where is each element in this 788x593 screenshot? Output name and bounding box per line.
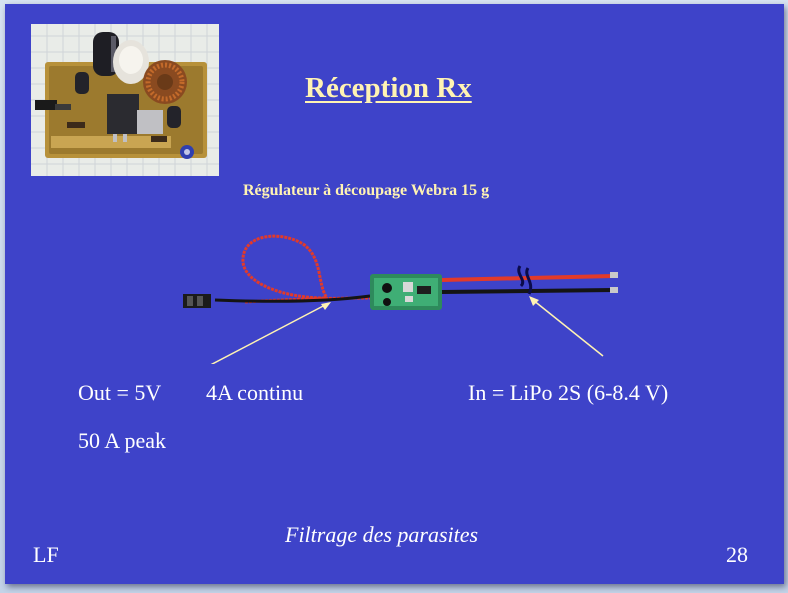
- circuit-board-photo: [31, 24, 219, 176]
- slide-title: Réception Rx: [305, 72, 472, 104]
- continuous-current-label: 4A continu: [206, 380, 304, 405]
- regulator-diagram: [183, 234, 618, 364]
- input-voltage-label: In = LiPo 2S (6-8.4 V): [468, 380, 669, 405]
- peak-current-label: 50 A peak: [78, 428, 166, 453]
- page-number: 28: [726, 542, 748, 567]
- slide: Réception Rx Régulateur à découpage Webr…: [5, 4, 784, 584]
- output-voltage-label: Out = 5V: [78, 380, 162, 405]
- author-initials: LF: [33, 542, 59, 567]
- slide-subtitle: Régulateur à découpage Webra 15 g: [243, 182, 490, 199]
- footer-caption: Filtrage des parasites: [285, 522, 479, 547]
